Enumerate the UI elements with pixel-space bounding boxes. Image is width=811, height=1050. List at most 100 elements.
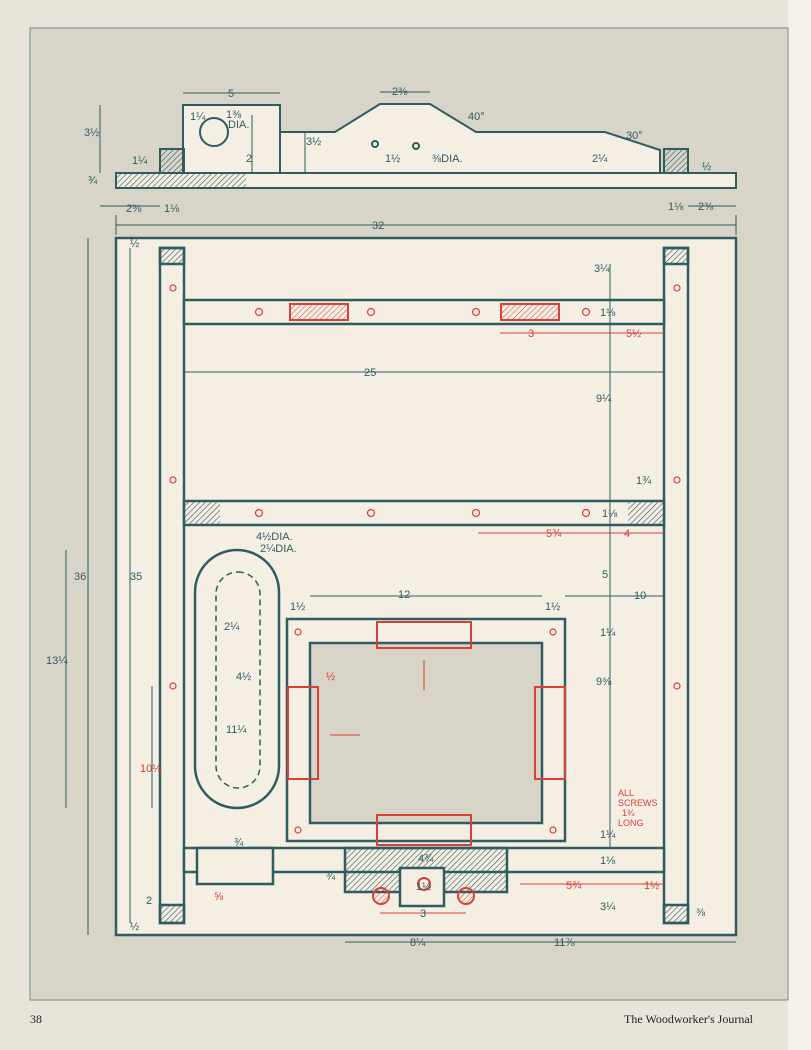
front-view-dim-lines xyxy=(65,238,736,943)
dim-1-2-top: ½ xyxy=(130,238,139,250)
left-leg xyxy=(158,246,186,925)
dust-port-hole xyxy=(199,117,229,147)
hinge-right xyxy=(534,686,566,780)
dim-30deg: 30° xyxy=(626,130,643,142)
right-leg-top xyxy=(663,148,689,174)
red-dim-lines xyxy=(380,332,664,914)
right-leg xyxy=(662,246,690,925)
middle-rail-hatch-l xyxy=(184,502,220,524)
hardware xyxy=(287,303,566,905)
upper-clamp-pad-r xyxy=(500,303,560,321)
right-leg-bottom-hatch xyxy=(662,903,690,925)
dim-1-1-4-a: 1¼ xyxy=(190,111,206,123)
dim-8-1-4: 8¼ xyxy=(410,937,426,949)
dim-3-1-2-mid: 3½ xyxy=(306,136,321,148)
knob-left xyxy=(372,887,390,905)
dim-3-4: ¾ xyxy=(88,175,98,187)
hinge-left xyxy=(287,686,319,780)
hinge-bottom xyxy=(376,814,472,846)
left-leg-top-hatch xyxy=(158,246,186,266)
dim-1-1-8-b: 1⅛ xyxy=(602,508,618,520)
page-number: 38 xyxy=(30,1012,42,1026)
dim-1-2-bot: ½ xyxy=(130,921,139,933)
slot-inner xyxy=(215,571,261,789)
dim-1-1-2-c: 1½ xyxy=(644,880,659,892)
front-view xyxy=(114,236,738,937)
middle-rail-hatch-r xyxy=(628,502,664,524)
dim-1-2: ½ xyxy=(702,161,711,173)
dim-32: 32 xyxy=(372,220,384,232)
dim-2-1-4: 2¼ xyxy=(592,153,608,165)
dim-3-8: ⅜ xyxy=(696,907,706,919)
pivot-hole xyxy=(371,140,379,148)
dim-1-2-red: ½ xyxy=(326,671,335,683)
dim-3-1-2-left: 3½ xyxy=(84,127,99,139)
motor-opening xyxy=(308,641,544,825)
screws-note-line4: LONG xyxy=(618,818,644,828)
left-block xyxy=(182,104,281,174)
dim-3-b: 3 xyxy=(420,908,426,920)
upper-clamp-pad-l xyxy=(289,303,349,321)
dim-1-1-4-d: 1¼ xyxy=(600,829,616,841)
bolt-hole xyxy=(412,142,420,150)
dim-40deg: 40° xyxy=(468,111,485,123)
dim-9-1-4: 9¼ xyxy=(596,393,612,405)
left-leg-bottom-hatch xyxy=(158,903,186,925)
dim-11-1-4: 11¼ xyxy=(226,724,247,736)
dim-1-1-2-b: 1½ xyxy=(545,601,560,613)
screws-note-line1: ALL xyxy=(618,788,634,798)
dim-9-3-8: 9⅜ xyxy=(596,676,612,688)
dim-3-4-b: ¾ xyxy=(326,871,336,883)
dim-1-3-8-dia: 1⅜ xyxy=(226,109,242,121)
dim-2: 2 xyxy=(246,153,252,165)
tool-rest-profile xyxy=(279,103,661,174)
dim-3-8-dia: ⅜DIA. xyxy=(432,153,463,165)
dim-5-3-4-b: 5¾ xyxy=(566,880,582,892)
hinge-top xyxy=(376,621,472,649)
dim-2-3-8-r: 2⅜ xyxy=(698,201,714,213)
center-bolt xyxy=(417,877,431,891)
dim-1-3-4: 1¾ xyxy=(636,475,652,487)
dim-25: 25 xyxy=(364,367,376,379)
dim-5: 5 xyxy=(228,88,234,100)
base-board-hatch xyxy=(116,174,246,187)
page-gutter xyxy=(788,0,811,1050)
dim-10-1-8: 10⅛ xyxy=(140,763,162,775)
dim-35: 35 xyxy=(130,571,142,583)
dim-36: 36 xyxy=(74,571,86,583)
slot-outer xyxy=(193,548,281,810)
dim-10: 10 xyxy=(634,590,646,602)
dim-4: 4 xyxy=(624,528,630,540)
dim-5-1-2: 5½ xyxy=(626,328,641,340)
dim-4-3-4: 4¾ xyxy=(418,853,434,865)
dim-5-8: ⅝ xyxy=(214,891,224,903)
dim-1-1-4-c: 1¼ xyxy=(600,627,616,639)
dim-1-1-8-a: 1⅛ xyxy=(600,307,616,319)
dim-1-3-8-dia-b: DIA. xyxy=(228,119,249,131)
top-view xyxy=(115,103,737,189)
dim-11-7-8: 11⅞ xyxy=(554,937,575,949)
dim-3-4: ¾ xyxy=(234,837,244,849)
dim-5: 5 xyxy=(602,569,608,581)
dim-3: 3 xyxy=(528,328,534,340)
dim-4-1-2-dia: 4½DIA. xyxy=(256,531,293,543)
dim-1-1-8-r: 1⅛ xyxy=(668,201,684,213)
dim-5-3-4-a: 5¾ xyxy=(546,528,562,540)
dim-2: 2 xyxy=(146,895,152,907)
dim-1-1-8-l: 1⅛ xyxy=(164,203,180,215)
screws-note-line3: 1¾ xyxy=(622,808,635,818)
left-leg-top xyxy=(159,148,185,174)
switch-box xyxy=(195,846,275,886)
dim-1-1-4-b: 1¼ xyxy=(132,155,148,167)
screws-note-line2: SCREWS xyxy=(618,798,658,808)
publication-name: The Woodworker's Journal xyxy=(624,1012,753,1026)
screw-holes xyxy=(169,284,681,834)
dim-1-1-2: 1½ xyxy=(385,153,400,165)
dim-1-1-8-c: 1⅛ xyxy=(600,855,616,867)
dim-1-1-2-a: 1½ xyxy=(290,601,305,613)
knob-right xyxy=(457,887,475,905)
dim-4-1-2: 4½ xyxy=(236,671,251,683)
dim-3-1-4-top: 3¼ xyxy=(594,263,610,275)
